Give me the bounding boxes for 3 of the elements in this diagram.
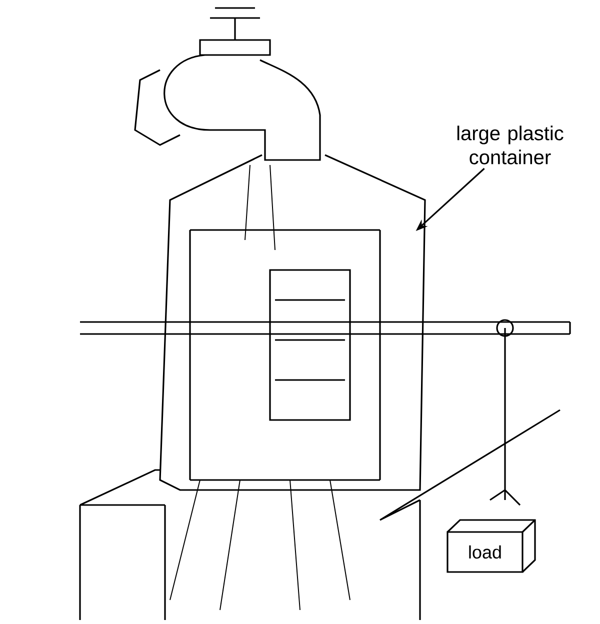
container-drawing	[159, 154, 426, 491]
load-box: load	[446, 531, 524, 573]
callout-text: large plastic container	[457, 126, 564, 164]
